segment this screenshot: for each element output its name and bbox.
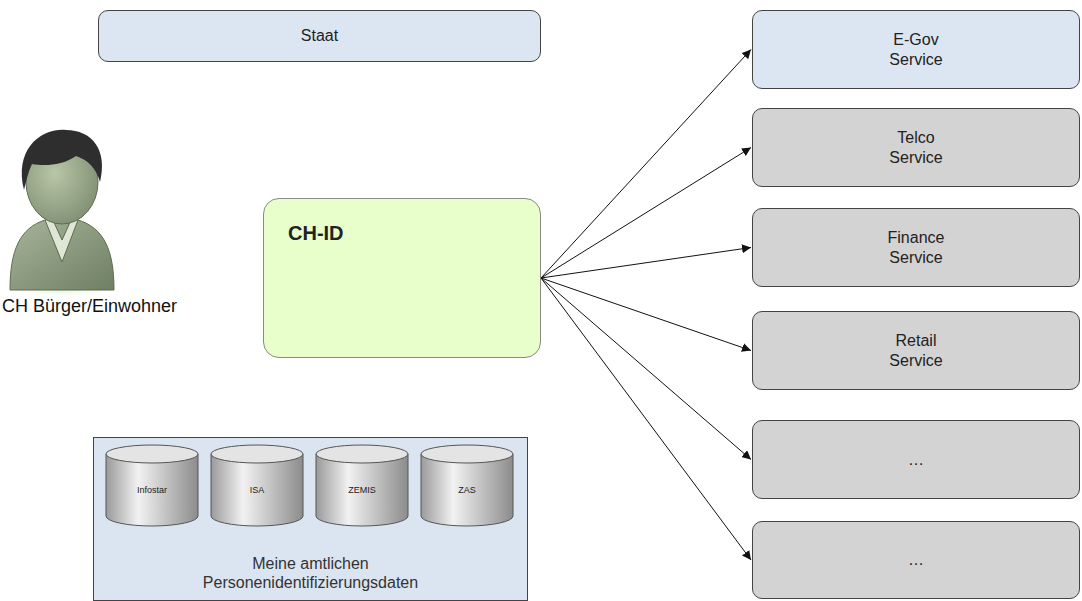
person-hair <box>22 130 102 190</box>
service-box: … <box>752 420 1080 499</box>
connector-arrow <box>541 278 751 560</box>
service-box: … <box>752 521 1080 599</box>
connector-arrow <box>541 248 751 279</box>
connector-arrow <box>541 148 751 279</box>
box-label: E-Gov Service <box>889 30 942 68</box>
database-cylinder: ISA <box>209 444 305 528</box>
person-collar <box>45 218 78 262</box>
database-cylinder: Infostar <box>104 444 200 528</box>
service-box: Telco Service <box>752 108 1080 187</box>
database-name: Infostar <box>137 485 167 496</box>
service-box: Retail Service <box>752 311 1080 390</box>
database-cylinder: ZEMIS <box>314 444 410 528</box>
database-name: ZAS <box>458 485 476 496</box>
box-label: CH-ID <box>288 221 344 245</box>
database-name: ZEMIS <box>348 485 376 496</box>
box-label: … <box>908 550 924 569</box>
box-label: … <box>908 450 924 469</box>
box-label: Telco Service <box>889 128 942 166</box>
box-label: Staat <box>301 26 338 45</box>
service-box: Finance Service <box>752 208 1080 287</box>
box-label: Retail Service <box>889 331 942 369</box>
box-label: Finance Service <box>888 228 945 266</box>
id-box: CH-ID <box>263 198 541 358</box>
connector-arrow <box>541 278 751 460</box>
connector-arrow <box>541 278 751 351</box>
database-cylinder: ZAS <box>419 444 515 528</box>
connector-arrow <box>541 50 751 279</box>
state-box: Staat <box>98 10 541 62</box>
database-name: ISA <box>250 485 265 496</box>
person-caption: CH Bürger/Einwohner <box>2 296 177 317</box>
data-panel: Meine amtlichen Personenidentifizierungs… <box>93 437 528 601</box>
panel-caption: Meine amtlichen Personenidentifizierungs… <box>176 554 446 592</box>
service-box: E-Gov Service <box>752 10 1080 89</box>
